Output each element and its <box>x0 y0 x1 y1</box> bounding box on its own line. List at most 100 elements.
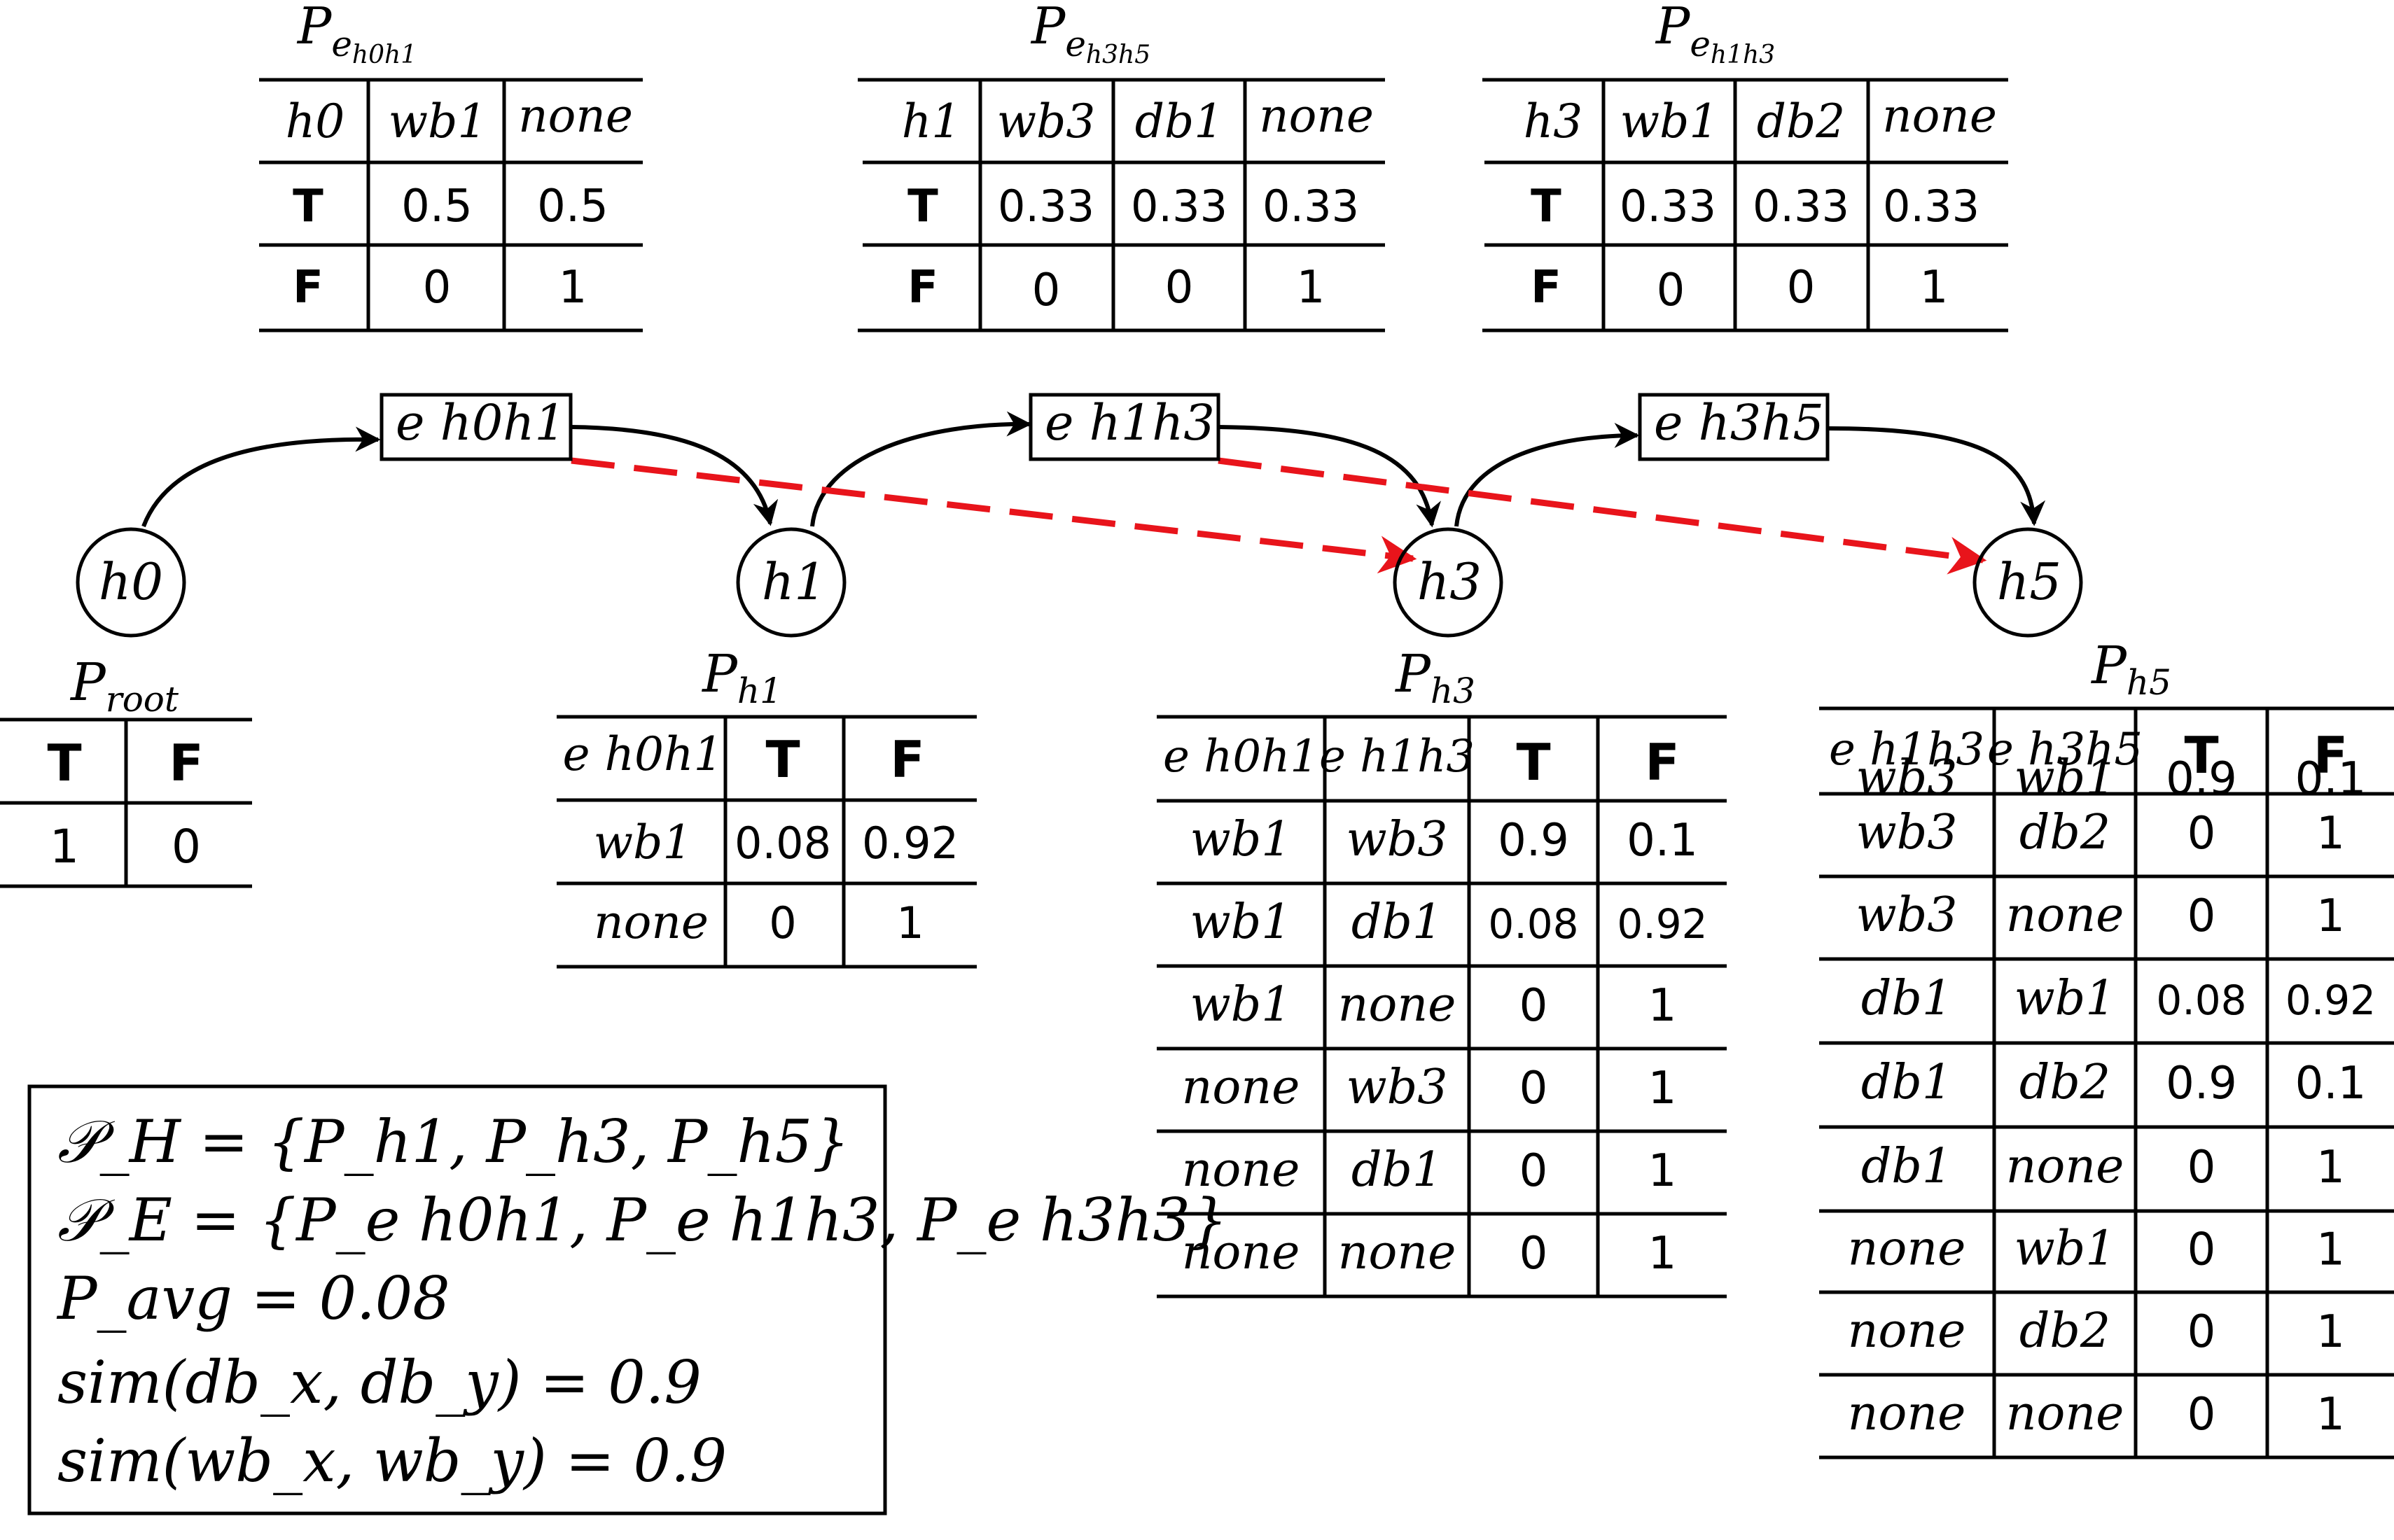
row-label: none <box>1848 1222 1966 1277</box>
cell-value: 1 <box>2316 1306 2345 1358</box>
summary-line: sim(wb_x, wb_y) = 0.9 <box>57 1427 727 1495</box>
svg-text:e h1h3: e h1h3 <box>1045 394 1215 451</box>
node-h1: h1 <box>736 527 847 638</box>
row-label: db1 <box>1861 971 1952 1026</box>
row-label: wb1 <box>2014 971 2116 1026</box>
cell-value: 0.33 <box>1753 181 1849 232</box>
row-label: wb1 <box>1190 977 1292 1032</box>
cell-value: 1 <box>1648 1145 1677 1197</box>
row-label: wb1 <box>2014 750 2116 806</box>
cell-value: 1 <box>559 262 587 314</box>
row-label: T <box>907 181 938 232</box>
cell-value: 0.33 <box>1262 181 1359 232</box>
row-label: T <box>293 181 323 232</box>
arrow-e-h0h1-to-h1 <box>571 425 779 526</box>
header-cell: T <box>2184 726 2218 785</box>
svg-text:e h3h5: e h3h5 <box>1654 394 1824 451</box>
node-cpt-table-h1: Ph1 e h0h1 T F wb1 0.08 0.92 none 0 1 <box>557 644 977 969</box>
edge-node-e-h0h1: e h0h1 <box>380 393 573 461</box>
svg-text:e h0h1: e h0h1 <box>396 394 566 451</box>
row-label: db1 <box>1351 1142 1442 1198</box>
row-label: none <box>1182 1060 1300 1115</box>
row-label: F <box>907 262 938 314</box>
header-cell: wb1 <box>1620 94 1719 148</box>
cell-value: 1 <box>1648 1063 1677 1114</box>
svg-text:h1: h1 <box>762 552 826 611</box>
row-label: wb3 <box>1346 1060 1448 1115</box>
cell-value: 0 <box>1032 265 1061 316</box>
cell-value: 1 <box>50 820 79 874</box>
row-label: wb3 <box>1346 812 1448 867</box>
red-dashed-arrow-2 <box>1218 457 1987 575</box>
node-h0: h0 <box>76 527 186 638</box>
row-label: db1 <box>1861 1055 1952 1110</box>
row-label: none <box>1338 977 1456 1032</box>
row-label: none <box>2006 1139 2124 1194</box>
cell-value: 0.92 <box>2285 976 2376 1024</box>
row-label: none <box>1182 1142 1300 1198</box>
row-label: wb3 <box>1856 805 1958 860</box>
arrow-e-h3h5-to-h5 <box>1828 426 2046 526</box>
table-title: Peh3h5 <box>1030 0 1150 69</box>
cell-value: 0.1 <box>1627 815 1698 867</box>
cell-value: 0 <box>769 897 796 948</box>
header-cell: none <box>1259 89 1374 143</box>
cell-value: 0 <box>1787 262 1816 314</box>
row-label: wb3 <box>1856 888 1958 943</box>
cell-value: 0.33 <box>1883 181 1979 232</box>
cell-value: 0.92 <box>862 818 959 869</box>
header-cell: T <box>765 730 800 789</box>
row-label: none <box>1182 1225 1300 1280</box>
svg-text:h5: h5 <box>1997 552 2061 611</box>
cell-value: 0 <box>2187 1224 2216 1276</box>
cell-value: 1 <box>2316 890 2345 942</box>
row-label: none <box>594 895 709 949</box>
red-dashed-arrow-1 <box>571 457 1417 574</box>
summary-line: sim(db_x, db_y) = 0.9 <box>57 1348 702 1417</box>
cell-value: 1 <box>1648 1228 1677 1280</box>
header-cell: db1 <box>1135 94 1224 148</box>
header-cell: wb1 <box>389 94 487 148</box>
cell-value: 1 <box>2316 1389 2345 1441</box>
cell-value: 0.33 <box>1620 181 1716 232</box>
cell-value: 0.33 <box>1131 181 1227 232</box>
cell-value: 1 <box>2316 808 2345 860</box>
cell-value: 0 <box>1519 980 1548 1032</box>
table-title: Peh0h1 <box>296 0 417 69</box>
cell-value: 1 <box>2316 1142 2345 1194</box>
row-label: wb1 <box>2014 1222 2116 1277</box>
row-label: wb1 <box>1190 812 1292 867</box>
row-label: none <box>2006 1386 2124 1441</box>
cell-value: 0 <box>2187 1142 2216 1194</box>
cell-value: 0.5 <box>401 181 473 232</box>
root-cpt-table: Proot T F 1 0 <box>0 652 252 888</box>
row-label: db1 <box>1861 1139 1952 1194</box>
header-cell: e h3h5 <box>1987 724 2143 776</box>
cell-value: 0.08 <box>735 818 831 869</box>
cell-value: 0.9 <box>2166 1058 2237 1110</box>
table-title: Ph1 <box>701 644 782 711</box>
cell-value: 0.1 <box>2295 1058 2367 1110</box>
cell-value: 0 <box>172 820 201 874</box>
cell-value: 0 <box>1165 262 1194 314</box>
header-cell: h0 <box>286 94 345 148</box>
graph: e h0h1 e h1h3 e h3h5 h0 h1 h3 h5 <box>76 393 2083 638</box>
header-cell: e h1h3 <box>1829 724 1984 776</box>
cell-value: 0 <box>1519 1063 1548 1114</box>
row-label: none <box>2006 888 2124 943</box>
row-label: db2 <box>2019 1303 2110 1359</box>
node-h5: h5 <box>1972 527 2083 638</box>
row-label: db2 <box>2019 805 2110 860</box>
header-cell: none <box>1882 89 1997 143</box>
header-cell: wb3 <box>997 94 1096 148</box>
cell-value: 0 <box>1519 1228 1548 1280</box>
cell-value: 1 <box>1297 262 1325 314</box>
edge-cpt-table-e-h3h5: Peh3h5 h1 wb3 db1 none T 0.33 0.33 0.33 … <box>858 0 1385 332</box>
table-title: Peh1h3 <box>1655 0 1775 69</box>
row-label: wb1 <box>1190 895 1292 950</box>
row-label: none <box>1848 1303 1966 1359</box>
arrow-e-h1h3-to-h3 <box>1218 425 1441 528</box>
